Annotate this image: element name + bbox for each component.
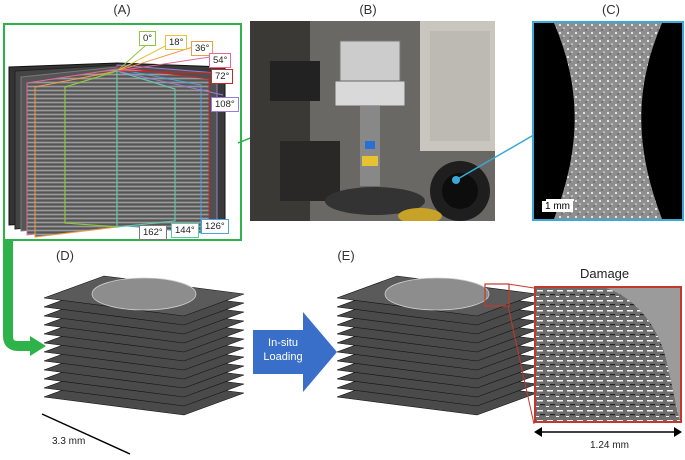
scale-e-label: 1.24 mm (590, 440, 629, 451)
scale-d-label: 3.3 mm (52, 436, 86, 447)
panel-a-frame: 0° 18° 36° 54° 72° 108° 126° 144° 162° (3, 23, 242, 241)
damage-image (534, 286, 682, 423)
green-arrow-a-d (3, 240, 46, 356)
arrow-text-line-2: Loading (263, 351, 303, 363)
angle-label-126: 126° (201, 219, 229, 234)
in-situ-arrow (253, 312, 337, 392)
panel-label-e: (E) (337, 248, 355, 263)
panel-label-a: (A) (113, 2, 131, 17)
angle-label-108: 108° (211, 97, 239, 112)
arrow-text-line-1: In-situ (268, 337, 298, 349)
scale-line-e (534, 427, 682, 437)
scale-bar-c-label: 1 mm (542, 201, 573, 212)
stack-d (44, 275, 245, 416)
specimen-image: 1 mm (532, 21, 684, 221)
angle-label-54: 54° (209, 53, 232, 68)
angle-label-36: 36° (191, 41, 214, 56)
slice-cross-section (91, 277, 197, 311)
panel-label-b: (B) (359, 2, 377, 17)
angle-label-0: 0° (139, 31, 157, 46)
panel-label-c: (C) (601, 2, 621, 17)
projection-fan (8, 36, 226, 238)
angle-label-162: 162° (139, 225, 167, 240)
angle-label-144: 144° (171, 223, 199, 238)
slice-cross-section (384, 277, 490, 311)
zoom-lines (508, 284, 535, 425)
scale-line-d (41, 413, 131, 455)
angle-label-72: 72° (211, 69, 234, 84)
panel-label-d: (D) (55, 248, 75, 263)
damage-title: Damage (580, 266, 630, 281)
connector-b-c (452, 128, 545, 184)
instrument-photo (250, 21, 495, 221)
angle-label-18: 18° (165, 35, 188, 50)
